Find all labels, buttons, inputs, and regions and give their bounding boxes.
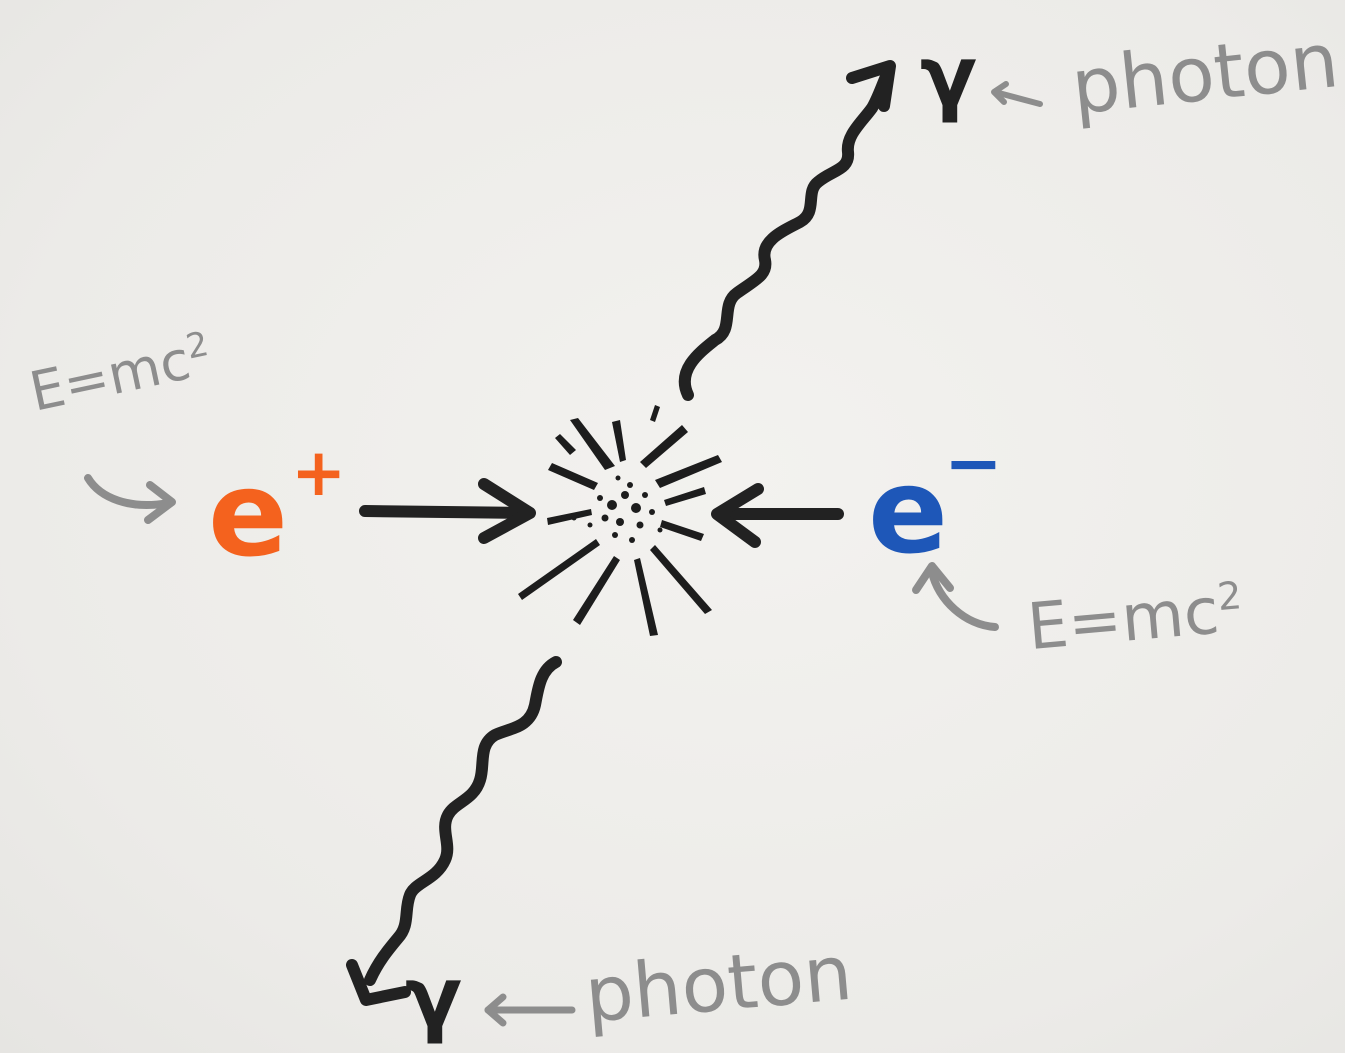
electron-energy-arrow	[928, 568, 999, 631]
photon-bottom-label: photon	[581, 927, 856, 1040]
photon-bottom-arrowhead	[346, 959, 411, 1006]
photon-top-symbol: γ	[920, 27, 978, 125]
photon-bottom-wave	[364, 656, 562, 986]
electron-energy-exponent: 2	[1215, 573, 1244, 620]
electron-arrow	[711, 483, 844, 548]
photon-bottom-pointer	[484, 993, 576, 1027]
positron-charge: +	[291, 434, 347, 511]
photon-top-arrowhead	[846, 60, 896, 112]
positron-energy-arrow	[84, 474, 172, 510]
electron-energy-arrowhead	[912, 562, 954, 594]
electron-energy-label: E=mc2	[1025, 573, 1246, 665]
collision-burst	[518, 405, 722, 636]
positron-energy-arrowhead	[144, 481, 176, 524]
photon-top-wave	[678, 66, 894, 401]
positron-symbol: e	[208, 445, 289, 583]
positron-arrow	[359, 478, 536, 544]
electron-symbol: e	[868, 442, 949, 580]
electron-charge: −	[944, 422, 1003, 504]
photon-top-pointer	[991, 81, 1043, 107]
photon-bottom-symbol: γ	[405, 948, 463, 1046]
